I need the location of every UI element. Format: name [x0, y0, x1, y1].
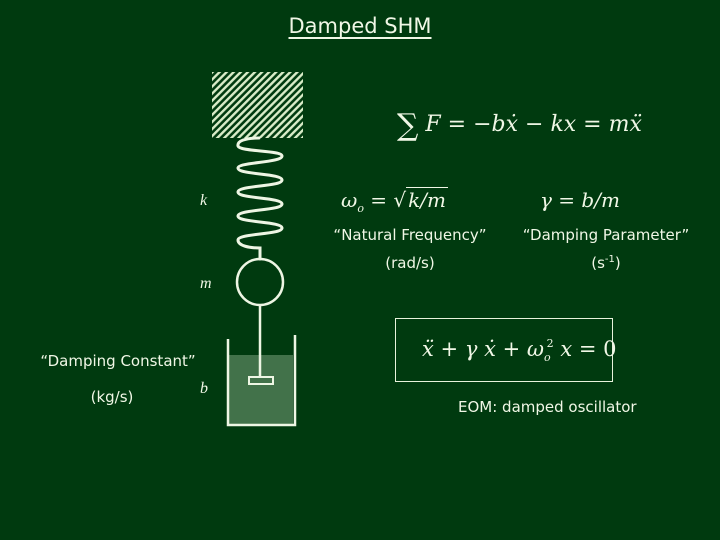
eom-caption: EOM: damped oscillator	[458, 398, 637, 416]
natural-frequency-label: “Natural Frequency”	[333, 226, 487, 244]
damping-constant-label: “Damping Constant”	[40, 352, 196, 370]
eom-equation: ẍ + γ ẋ + ωo2 x = 0	[422, 337, 617, 364]
natural-frequency-units: (rad/s)	[385, 254, 435, 272]
fixed-support-icon	[212, 72, 303, 138]
damping-parameter-label: “Damping Parameter”	[522, 226, 690, 244]
summation-icon: ∑	[397, 108, 419, 143]
eom-box	[395, 318, 613, 382]
mass-icon	[235, 257, 285, 307]
damping-parameter-units: (s-1)	[591, 254, 621, 272]
force-law-text: F = −bẋ − kx = mẍ	[425, 112, 642, 137]
mass-label: m	[200, 275, 212, 292]
force-law-equation: ∑ F = −bẋ − kx = mẍ	[397, 104, 642, 143]
spring-constant-label: k	[200, 192, 208, 209]
spring-icon	[236, 136, 284, 261]
damping-constant-units: (kg/s)	[90, 388, 134, 406]
slide-title: Damped SHM	[288, 14, 432, 38]
sqrt-icon: √	[393, 188, 407, 212]
natural-frequency-equation: ωo = √k/m	[341, 187, 448, 215]
damping-parameter-equation: γ = b/m	[540, 188, 620, 212]
beaker-icon	[226, 335, 297, 427]
damper-paddle-icon	[248, 376, 274, 385]
damping-label: b	[200, 380, 208, 397]
